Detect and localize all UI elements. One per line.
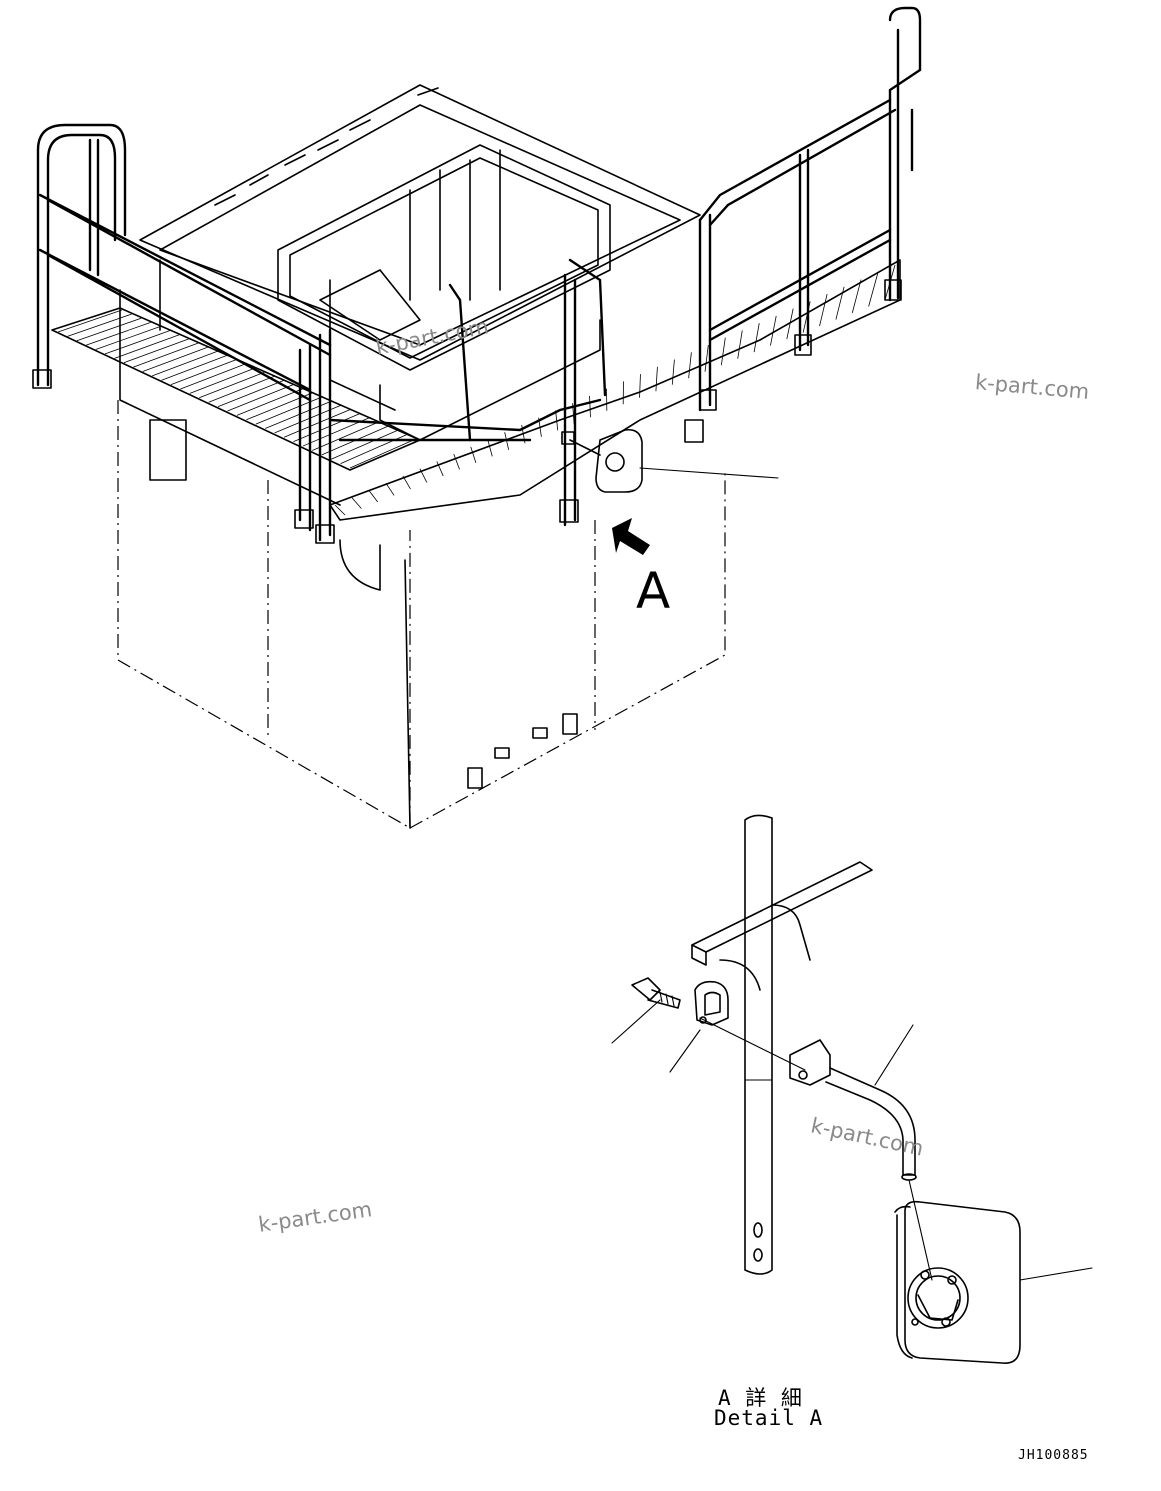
- deck-grating-line: [453, 453, 460, 470]
- deck-grating-line: [133, 342, 199, 368]
- document-id: JH100885: [1018, 1448, 1089, 1463]
- deck-grating-line: [95, 326, 161, 350]
- detail-a-view: [611, 814, 1093, 1364]
- deck-grating-line: [655, 366, 658, 392]
- view-label: A: [636, 562, 671, 620]
- deck-grating-line: [334, 504, 346, 516]
- deck-grating-line: [123, 338, 189, 364]
- deck-grating-line: [402, 475, 411, 490]
- mirror-on-assembly: [561, 428, 643, 493]
- deck-grating-line: [265, 400, 333, 429]
- detail-caption-english: Detail A: [714, 1406, 824, 1430]
- deck-grating-line: [189, 367, 256, 394]
- upper-frame: [119, 84, 701, 506]
- deck-grating-line: [86, 322, 151, 346]
- deck-grating-line: [152, 350, 218, 377]
- deck-grating-line: [704, 344, 709, 372]
- deck-grating-line: [770, 315, 777, 346]
- deck-grating-line: [312, 421, 380, 451]
- walkway-deck-left: [51, 307, 421, 471]
- deck-grating-line: [555, 410, 559, 431]
- deck-grating-line: [104, 330, 170, 355]
- deck-grating-line: [470, 446, 477, 464]
- deck-grating-line: [114, 334, 180, 359]
- deck-grating-line: [819, 293, 828, 327]
- detail-leader-lines: [611, 999, 1093, 1281]
- mirror: [894, 1200, 1021, 1364]
- deck-grating-line: [349, 437, 419, 469]
- deck-grating-line: [419, 468, 428, 483]
- deck-grating-line: [255, 396, 323, 425]
- deck-grating-line: [161, 355, 228, 381]
- deck-grating-line: [76, 317, 142, 342]
- deck-grating-line: [589, 395, 591, 418]
- deck-grating-line: [331, 429, 400, 460]
- deck-grating-line: [753, 323, 760, 353]
- deck-grating-line: [142, 346, 209, 372]
- deck-grating-line: [720, 337, 726, 366]
- deck-grating-line: [293, 412, 361, 443]
- deck-grating-line: [351, 497, 362, 509]
- walkway-deck-right: [329, 259, 901, 521]
- guard-rails: [36, 6, 922, 542]
- leader-line-mirror: [639, 467, 779, 479]
- box-face-details: [467, 713, 578, 789]
- main-isometric-view: [32, 6, 922, 830]
- handrail-post: [744, 814, 773, 1275]
- deck-grating-line: [217, 379, 285, 407]
- deck-grating-line: [368, 490, 379, 503]
- view-arrow-icon: [612, 518, 650, 555]
- deck-grating-line: [835, 286, 845, 320]
- deck-grating-line: [671, 359, 675, 385]
- deck-grating-line: [246, 392, 314, 421]
- deck-grating-line: [688, 352, 692, 379]
- detail-caption-japanese: A 詳 細: [718, 1386, 803, 1410]
- mirror-stay: [789, 1039, 917, 1181]
- deck-grating-line: [57, 309, 123, 333]
- fasteners: [32, 279, 902, 591]
- horizontal-rail: [691, 861, 873, 991]
- deck-grating-line: [385, 482, 395, 496]
- deck-grating-line: [436, 461, 444, 477]
- platform-body: [117, 400, 726, 830]
- deck-grating-line: [283, 408, 352, 438]
- deck-grating-line: [868, 272, 879, 307]
- deck-grating-line: [737, 330, 743, 359]
- deck-grating-line: [170, 359, 237, 386]
- clamp: [694, 980, 729, 1026]
- deck-grating-line: [851, 279, 862, 314]
- deck-grating-line: [208, 375, 275, 403]
- deck-grating-line: [67, 313, 132, 337]
- deck-grating-line: [786, 308, 794, 340]
- deck-grating-line: [487, 439, 493, 457]
- assembly-guide-line: [699, 1017, 933, 1281]
- deck-grating-line: [236, 388, 304, 416]
- deck-grating-line: [227, 383, 295, 412]
- bolt: [631, 977, 681, 1009]
- deck-grating-line: [199, 371, 266, 399]
- deck-grating-line: [639, 374, 641, 398]
- deck-grating-line: [180, 363, 247, 390]
